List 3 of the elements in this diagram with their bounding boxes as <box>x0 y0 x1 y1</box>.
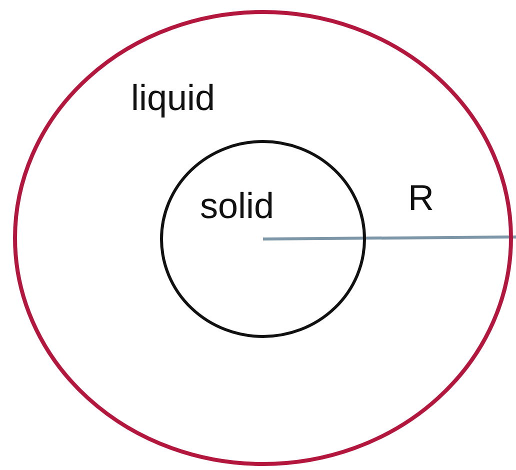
region-label: solid <box>200 188 274 224</box>
region-label: liquid <box>131 80 216 116</box>
radius-label: R <box>408 180 434 216</box>
